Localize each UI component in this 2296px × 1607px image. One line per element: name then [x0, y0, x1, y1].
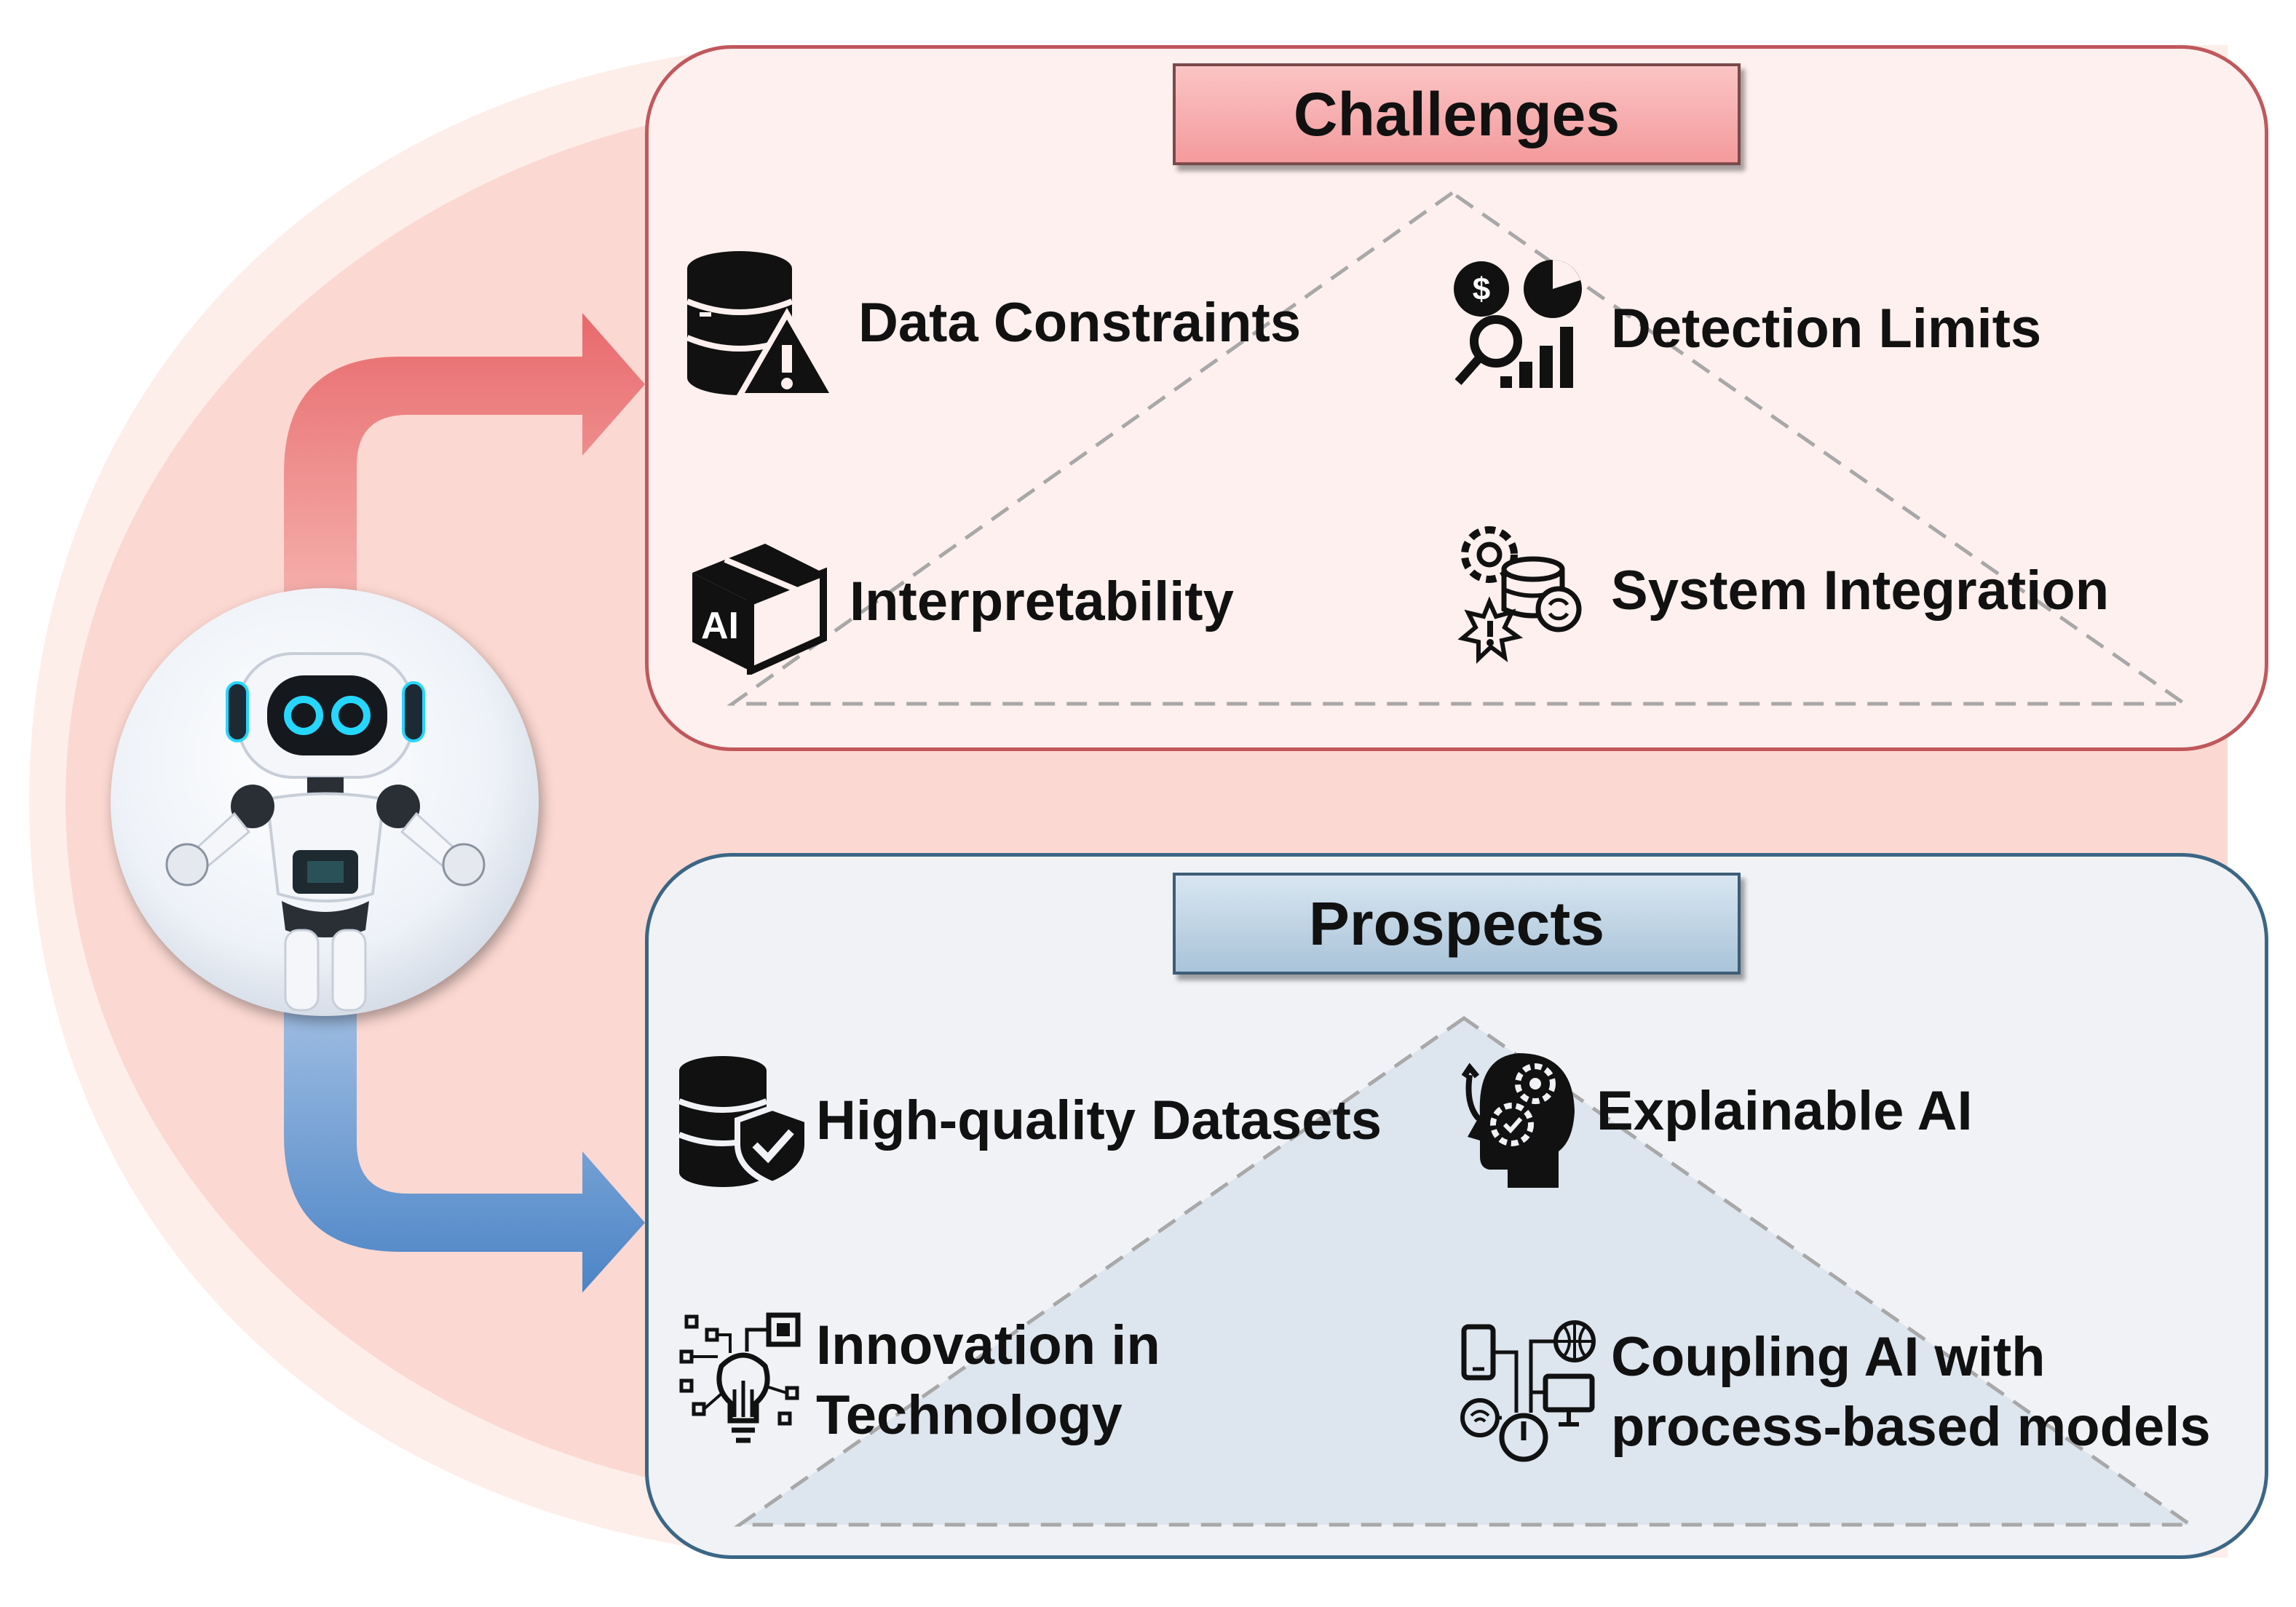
robot-avatar: [111, 588, 539, 1016]
challenge-interpretability: AI Interpretability: [685, 529, 1234, 675]
challenges-triangle: [727, 190, 2190, 706]
gear-database-alert-icon: [1457, 526, 1582, 664]
robot-icon: [165, 652, 486, 1012]
challenge-detection-limits: $ Detection Limits: [1451, 260, 2041, 398]
challenge-system-integration: System Integration: [1449, 515, 2109, 667]
prospect-label-block: Innovation in Technology: [816, 1311, 1160, 1451]
prospects-panel: Prospects High-quality Datasets Explaina…: [645, 853, 2268, 1559]
prospect-high-quality-datasets: High-quality Datasets: [678, 1053, 1382, 1188]
svg-text:$: $: [1473, 271, 1490, 307]
challenges-title: Challenges: [1173, 63, 1741, 165]
prospect-label: High-quality Datasets: [816, 1089, 1382, 1151]
prospect-label: Explainable AI: [1596, 1080, 1973, 1142]
analytics-magnifier-icon: $: [1454, 260, 1582, 388]
prospect-explainable-ai: Explainable AI: [1449, 1031, 1973, 1191]
head-gears-icon: [1461, 1053, 1575, 1188]
challenges-panel: Challenges Data Constraints $: [645, 45, 2268, 751]
challenge-data-constraints: Data Constraints: [685, 247, 1301, 400]
prospect-label-block: Coupling AI with process-based models: [1611, 1322, 2211, 1462]
prospect-coupling-ai: Coupling AI with process-based models: [1458, 1320, 2211, 1465]
prospect-innovation-in-technology: Innovation in Technology: [678, 1308, 1160, 1453]
prospect-label-line2: process-based models: [1611, 1396, 2211, 1458]
prospect-label-line1: Coupling AI with: [1611, 1326, 2046, 1388]
database-warning-icon: [686, 251, 838, 399]
challenge-label: Detection Limits: [1611, 298, 2042, 360]
prospect-label-line1: Innovation in: [816, 1314, 1160, 1376]
prospects-arrow: [284, 1004, 645, 1293]
prospect-label-line2: Technology: [816, 1384, 1123, 1446]
svg-text:AI: AI: [701, 605, 739, 647]
lightbulb-circuit-icon: [679, 1312, 801, 1443]
challenge-label: System Integration: [1611, 560, 2110, 622]
challenge-label: Data Constraints: [858, 292, 1302, 354]
prospects-triangle: [734, 1015, 2196, 1527]
prospects-title: Prospects: [1173, 873, 1741, 975]
challenge-label: Interpretability: [850, 571, 1234, 632]
challenges-arrow: [284, 313, 645, 604]
database-shield-icon: [678, 1056, 809, 1188]
ai-box-icon: AI: [692, 544, 827, 675]
devices-network-icon: [1460, 1320, 1596, 1462]
